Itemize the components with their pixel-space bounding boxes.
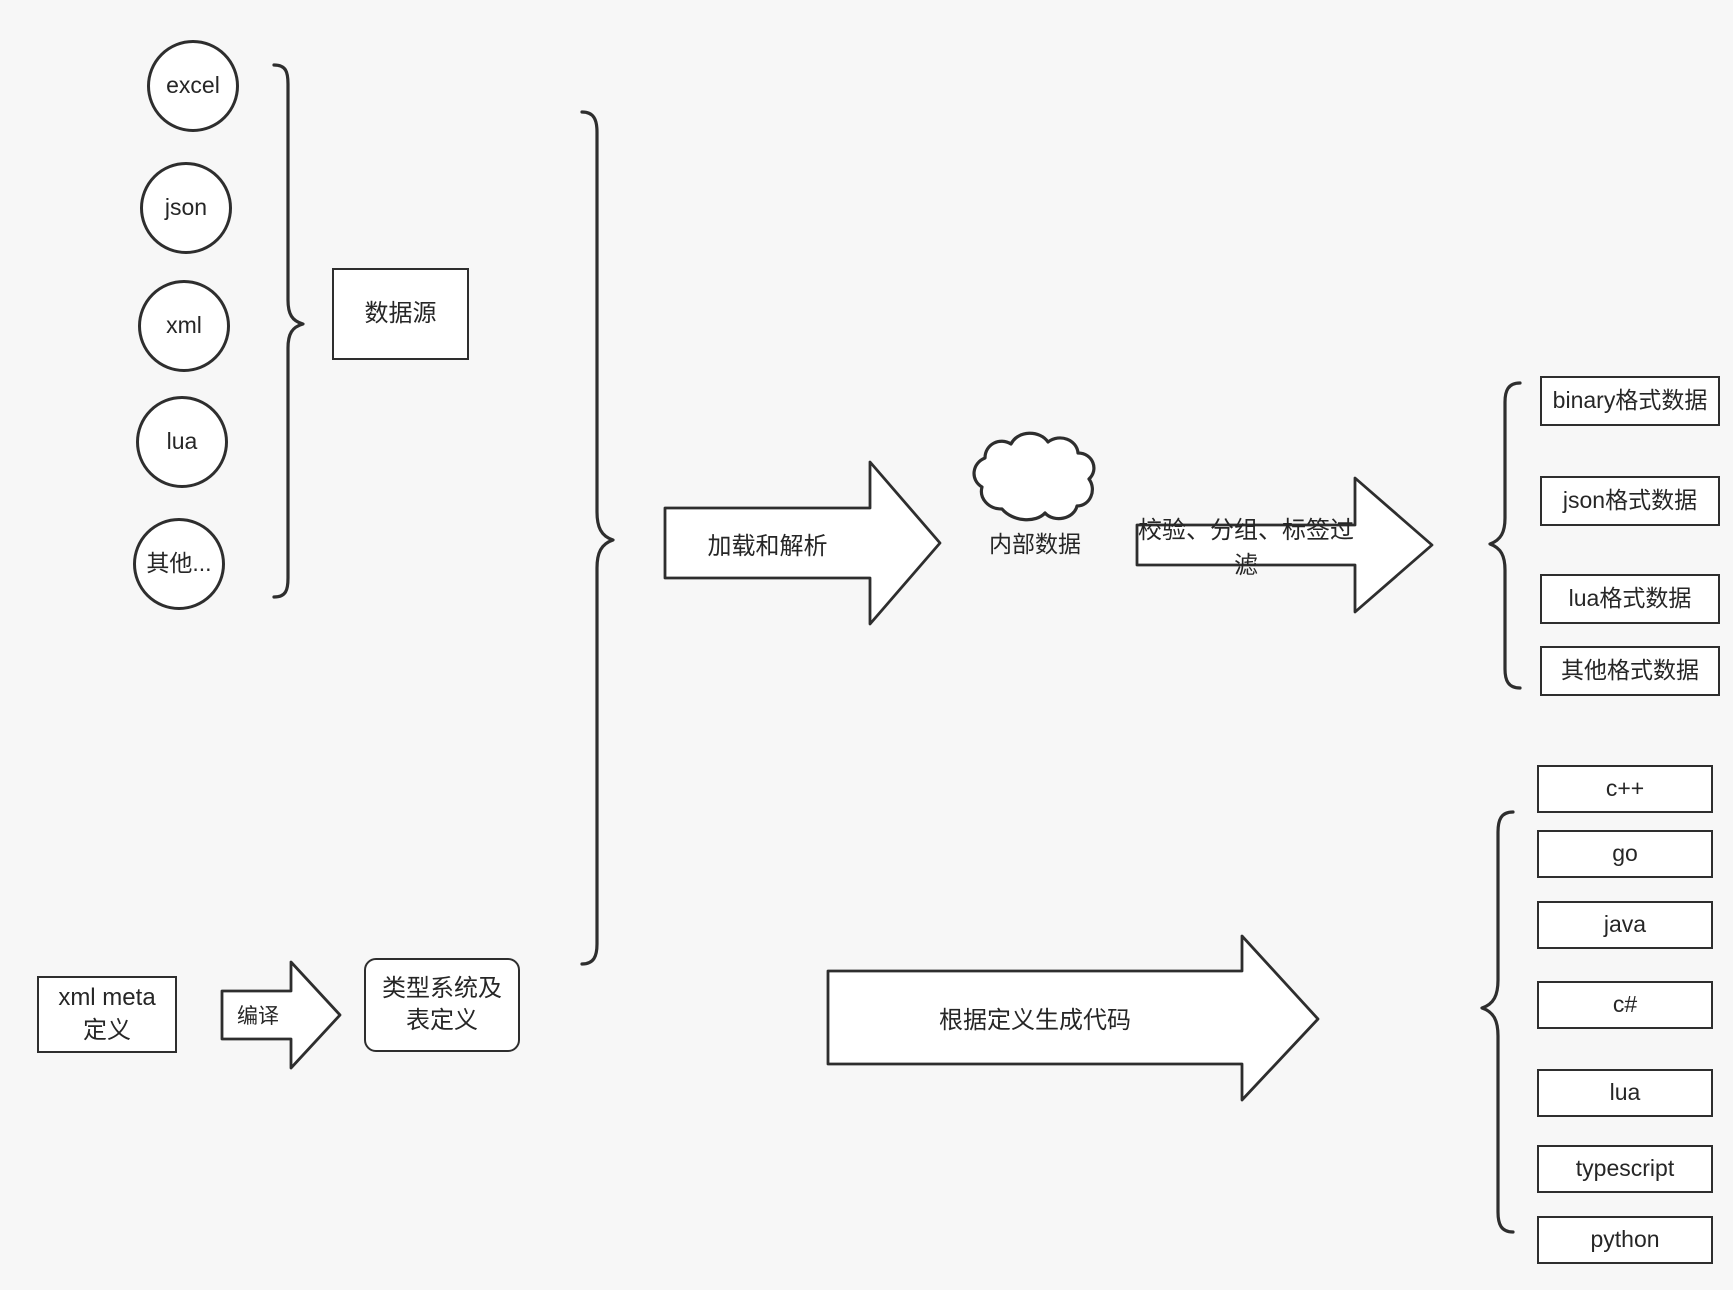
- load-parse-arrow-label: 加载和解析: [707, 532, 828, 560]
- output-language-label-lua: lua: [1609, 1079, 1641, 1106]
- output-language-label-go: go: [1612, 840, 1638, 867]
- type-system-box[interactable]: 类型系统及表定义: [364, 958, 520, 1052]
- output-format-label-binary: binary格式数据: [1552, 387, 1708, 414]
- generate-code-arrow: [826, 934, 1320, 1102]
- validate-group-filter-arrow: [1135, 476, 1434, 614]
- output-language-label-java: java: [1603, 911, 1647, 938]
- load-parse-arrow-label-wrap: 加载和解析: [665, 520, 870, 566]
- internal-data-label-wrap: 内部数据: [985, 522, 1085, 562]
- source-node-json[interactable]: json: [140, 162, 232, 254]
- internal-data-cloud: [972, 431, 1096, 522]
- compile-arrow: [220, 960, 342, 1070]
- validate-group-filter-label: 校验、分组、标签过滤: [1138, 517, 1354, 579]
- output-format-label-json: json格式数据: [1562, 487, 1698, 514]
- generate-code-label-wrap: 根据定义生成代码: [828, 995, 1242, 1039]
- output-format-brace: [1488, 381, 1522, 690]
- output-format-label-lua: lua格式数据: [1568, 585, 1692, 612]
- output-language-label-csharp: c#: [1612, 991, 1638, 1018]
- validate-group-filter-label-wrap: 校验、分组、标签过滤: [1137, 517, 1355, 579]
- xml-meta-definition-label: xml meta定义: [58, 984, 156, 1044]
- output-language-csharp[interactable]: c#: [1537, 981, 1713, 1029]
- source-node-lua[interactable]: lua: [136, 396, 228, 488]
- compile-arrow-label: 编译: [237, 1005, 279, 1028]
- source-label-json: json: [164, 194, 208, 221]
- output-format-other[interactable]: 其他格式数据: [1540, 646, 1720, 696]
- compile-arrow-label-wrap: 编译: [222, 995, 294, 1035]
- output-language-cpp[interactable]: c++: [1537, 765, 1713, 813]
- output-language-java[interactable]: java: [1537, 901, 1713, 949]
- data-source-group-label: 数据源: [364, 299, 437, 327]
- output-format-label-other: 其他格式数据: [1561, 657, 1699, 684]
- source-node-xml[interactable]: xml: [138, 280, 230, 372]
- internal-data-label: 内部数据: [989, 531, 1081, 557]
- generate-code-label: 根据定义生成代码: [939, 1006, 1131, 1034]
- output-language-go[interactable]: go: [1537, 830, 1713, 878]
- source-node-excel[interactable]: excel: [147, 40, 239, 132]
- xml-meta-definition-box[interactable]: xml meta定义: [37, 976, 177, 1053]
- source-label-excel: excel: [166, 72, 220, 99]
- output-language-typescript[interactable]: typescript: [1537, 1145, 1713, 1193]
- output-format-json[interactable]: json格式数据: [1540, 476, 1720, 526]
- type-system-label: 类型系统及表定义: [382, 974, 502, 1034]
- source-node-other[interactable]: 其他...: [133, 518, 225, 610]
- data-source-group-box[interactable]: 数据源: [332, 268, 469, 360]
- output-format-binary[interactable]: binary格式数据: [1540, 376, 1720, 426]
- output-format-lua[interactable]: lua格式数据: [1540, 574, 1720, 624]
- output-language-label-python: python: [1590, 1226, 1660, 1253]
- source-label-xml: xml: [166, 312, 202, 339]
- output-language-label-typescript: typescript: [1575, 1155, 1675, 1182]
- output-language-label-cpp: c++: [1605, 775, 1645, 802]
- source-label-other: 其他...: [146, 550, 212, 577]
- source-label-lua: lua: [166, 428, 198, 455]
- load-parse-arrow: [663, 460, 942, 626]
- pipeline-input-brace: [580, 110, 615, 966]
- output-language-python[interactable]: python: [1537, 1216, 1713, 1264]
- output-language-brace: [1480, 810, 1515, 1234]
- output-language-lua[interactable]: lua: [1537, 1069, 1713, 1117]
- source-group-brace: [272, 63, 305, 599]
